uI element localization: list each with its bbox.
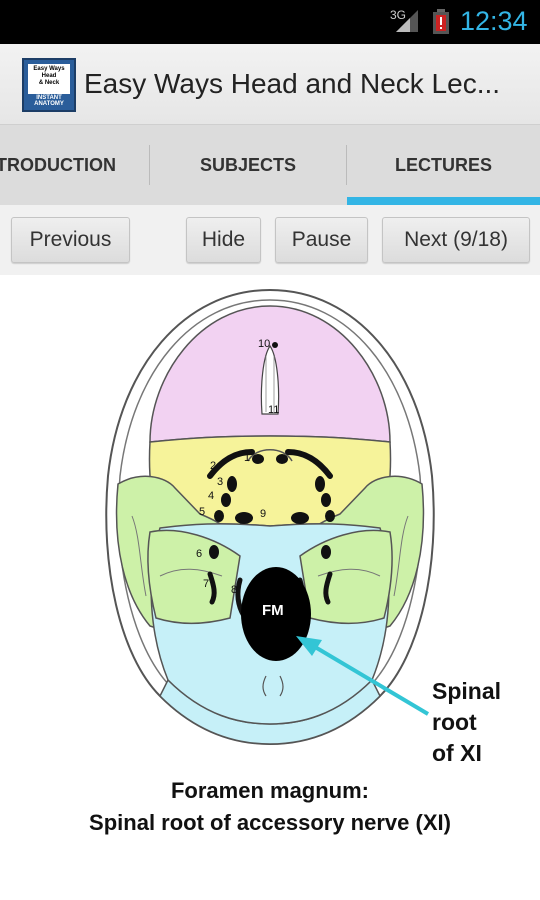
app-logo-foot: INSTANT ANATOMY (26, 95, 72, 107)
tab-bar: TRODUCTION SUBJECTS LECTURES (0, 125, 540, 205)
previous-button[interactable]: Previous (11, 217, 130, 263)
label-1: 1 (244, 452, 251, 464)
signal-icon (396, 10, 418, 32)
tab-lectures[interactable]: LECTURES (394, 154, 492, 175)
label-10: 10 (258, 338, 271, 350)
app-logo[interactable]: Easy Ways Head & Neck INSTANT ANATOMY (22, 58, 76, 112)
network-type: 3G (390, 8, 407, 22)
number-labels: 10 11 1 2 3 4 5 9 6 7 8 (0, 276, 540, 900)
label-11: 11 (268, 404, 280, 416)
next-button[interactable]: Next (9/18) (382, 217, 530, 263)
slide-caption-title: Foramen magnum: (170, 778, 370, 803)
label-9: 9 (260, 508, 267, 520)
lecture-slide: 10 11 1 2 3 4 5 9 6 7 8 FM Spinal root o… (0, 276, 540, 900)
tab-subjects[interactable]: SUBJECTS (199, 154, 297, 175)
clock: 12:34 (460, 6, 528, 36)
label-6: 6 (196, 548, 203, 560)
battery-alert-icon (433, 9, 449, 34)
label-3: 3 (217, 476, 224, 488)
app-title: Easy Ways Head and Neck Lec... (84, 68, 501, 99)
pointer-label-line: Spinal (432, 678, 502, 704)
app-logo-line: & Neck (38, 80, 60, 86)
tab-divider (346, 145, 347, 185)
tab-introduction[interactable]: TRODUCTION (0, 154, 116, 175)
app-logo-foot-line: INSTANT (36, 95, 62, 101)
foramen-magnum-label: FM (262, 602, 284, 619)
pointer-arrow (308, 642, 430, 716)
hide-button[interactable]: Hide (186, 217, 261, 263)
app-logo-foot-line: ANATOMY (34, 101, 64, 107)
label-2: 2 (210, 460, 217, 472)
skull-base-diagram (105, 288, 435, 746)
label-4: 4 (208, 490, 215, 502)
status-bar: 3G 12:34 (0, 0, 540, 44)
pointer-label-line: root (432, 709, 477, 735)
pointer-label-line: of XI (432, 740, 482, 766)
label-7: 7 (203, 578, 210, 590)
label-8: 8 (231, 584, 238, 596)
app-logo-line: Easy Ways (33, 66, 65, 72)
selected-tab-indicator (347, 197, 540, 205)
pointer-label: Spinal root of XI (432, 676, 501, 769)
pause-button[interactable]: Pause (275, 217, 368, 263)
foramen-magnum (241, 567, 311, 661)
action-bar: Easy Ways Head & Neck INSTANT ANATOMY Ea… (0, 44, 540, 125)
label-5: 5 (199, 506, 206, 518)
slide-caption-subtitle: Spinal root of accessory nerve (XI) (89, 810, 451, 835)
lecture-controls: Previous Hide Pause Next (9/18) (0, 205, 540, 275)
app-logo-line: Head (41, 73, 57, 79)
app-logo-book: Easy Ways Head & Neck (28, 64, 70, 94)
tab-divider (149, 145, 150, 185)
